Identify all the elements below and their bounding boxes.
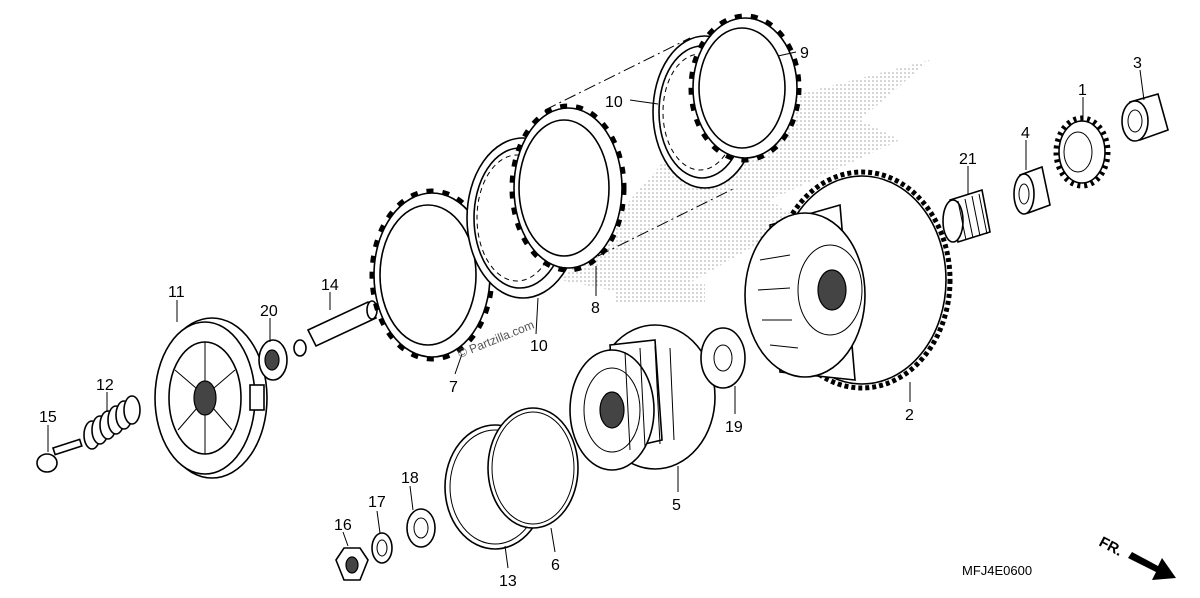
label-part-11: 11	[168, 284, 185, 301]
label-part-7: 7	[449, 379, 458, 396]
label-part-14: 14	[321, 277, 339, 294]
part-18-washer[interactable]	[406, 508, 436, 548]
label-part-8: 8	[591, 300, 600, 317]
part-3-bush[interactable]	[1121, 93, 1169, 142]
part-11-pressure-plate[interactable]	[154, 317, 268, 479]
part-14-lifter-rod[interactable]	[293, 300, 378, 357]
label-part-2: 2	[905, 407, 914, 424]
label-part-21: 21	[959, 151, 977, 168]
label-part-17: 17	[368, 494, 386, 511]
label-part-4: 4	[1021, 125, 1030, 142]
part-2-clutch-outer[interactable]	[744, 169, 953, 391]
part-17-washer[interactable]	[371, 532, 393, 564]
part-4-collar[interactable]	[1013, 165, 1051, 215]
part-21-needle-bearing[interactable]	[942, 188, 991, 244]
label-part-9: 9	[800, 45, 809, 62]
part-20-bearing[interactable]	[258, 339, 288, 381]
arrow-down-right-icon	[1128, 552, 1176, 580]
leader-lines	[47, 51, 1145, 569]
direction-label: FR.	[1096, 534, 1125, 560]
part-9-friction-disc[interactable]	[688, 13, 802, 163]
part-1-oil-pump-drive-sprocket[interactable]	[1053, 115, 1111, 189]
label-part-18: 18	[401, 470, 419, 487]
label-part-10-upper: 10	[605, 94, 623, 111]
label-part-10-lower: 10	[530, 338, 548, 355]
assembly-guide-lines	[544, 37, 736, 257]
part-12-clutch-spring[interactable]	[83, 395, 141, 450]
label-part-13: 13	[499, 573, 517, 590]
label-part-1: 1	[1078, 82, 1087, 99]
label-part-15: 15	[39, 409, 57, 426]
label-part-12: 12	[96, 377, 114, 394]
label-part-5: 5	[672, 497, 681, 514]
part-6-judder-spring[interactable]	[487, 407, 579, 529]
label-part-20: 20	[260, 303, 278, 320]
part-15-bolt[interactable]	[36, 438, 83, 473]
part-8-friction-disc[interactable]	[509, 103, 627, 273]
part-16-lock-nut[interactable]	[335, 547, 369, 581]
part-19-thrust-washer[interactable]	[700, 327, 746, 389]
label-part-3: 3	[1133, 55, 1142, 72]
honda-wing-watermark	[560, 60, 930, 304]
drawing-code: MFJ4E0600	[962, 563, 1032, 578]
label-part-19: 19	[725, 419, 743, 436]
part-number-labels: 1 2 3 4 5 6 7 8 9 10 10 11 12 13 14 15 1…	[39, 45, 1142, 590]
part-5-clutch-center[interactable]	[569, 324, 716, 471]
label-part-6: 6	[551, 557, 560, 574]
front-direction-indicator: FR.	[1096, 534, 1176, 580]
label-part-16: 16	[334, 517, 352, 534]
